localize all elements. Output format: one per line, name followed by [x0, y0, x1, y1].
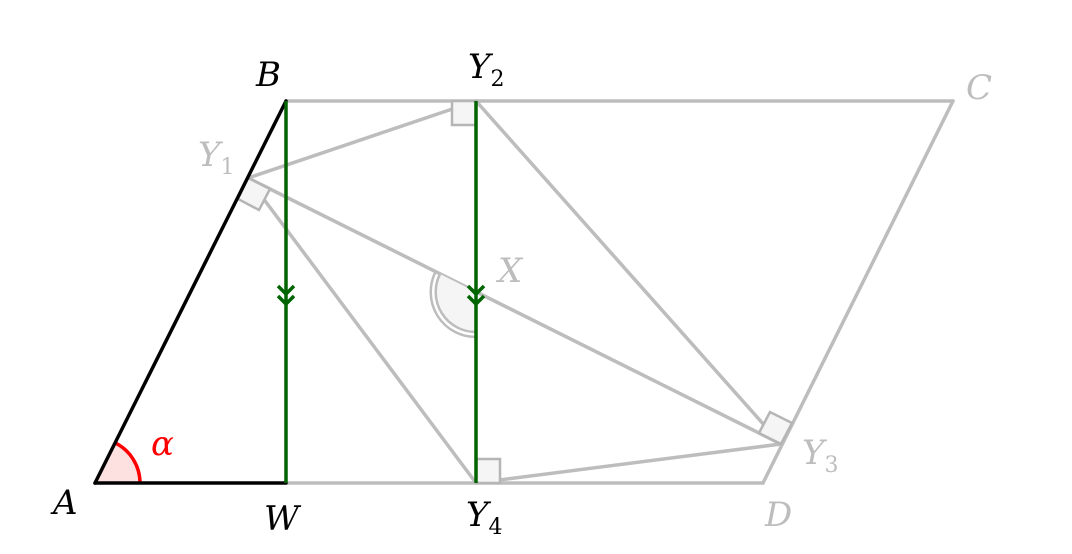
- right-angle-Y4: [474, 457, 502, 485]
- label-B: B: [255, 55, 281, 95]
- right-angle-Y3: [757, 410, 794, 446]
- segment-Y4Y1: [246, 176, 478, 485]
- segment-AB: [93, 99, 288, 485]
- label-C: C: [966, 68, 992, 108]
- segment-Y3Y4: [474, 442, 783, 485]
- label-D: D: [764, 495, 792, 535]
- label-Y3: Y3: [802, 433, 838, 478]
- segment-CD: [761, 99, 955, 485]
- label-Y1: Y1: [198, 135, 234, 180]
- angle-X-arc-inner: [434, 273, 477, 334]
- label-X: X: [495, 251, 524, 291]
- label-W: W: [264, 499, 302, 539]
- label-A: A: [50, 483, 78, 523]
- right-angle-Y1: [236, 176, 272, 212]
- parallel-arrow-BW: [276, 284, 296, 307]
- parallel-arrow-Y2Y4: [466, 284, 486, 307]
- right-angle-Y2: [450, 99, 478, 127]
- segment-Y1Y2: [246, 99, 478, 180]
- angle-alpha-arc: [114, 441, 142, 484]
- angle-X-arc-outer: [429, 271, 477, 339]
- segment-Y1Y3: [246, 176, 783, 446]
- label-alpha: α: [151, 424, 174, 464]
- label-Y2: Y2: [468, 47, 504, 92]
- label-Y4: Y4: [466, 495, 502, 540]
- segment-Y2Y3: [474, 99, 783, 446]
- angle-alpha-fill: [95, 442, 140, 483]
